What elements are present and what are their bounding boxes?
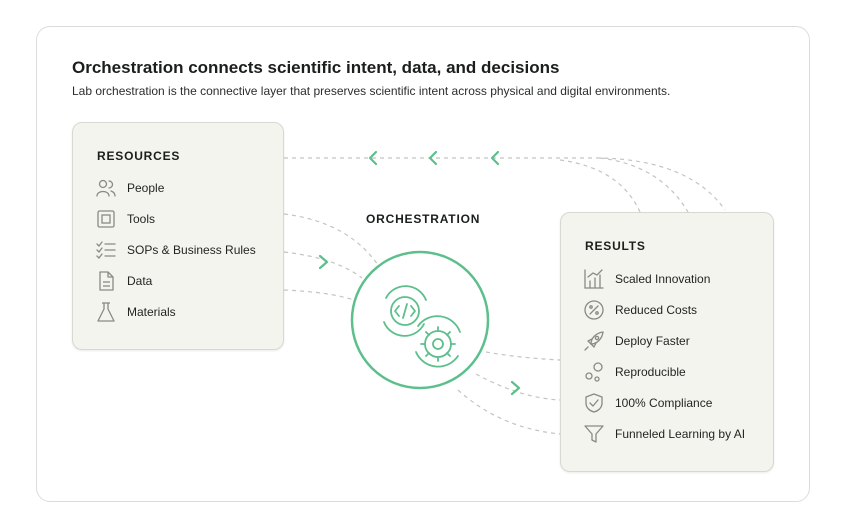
resource-item-sops: SOPs & Business Rules [95, 238, 256, 262]
result-item-scaled-innovation: Scaled Innovation [583, 267, 710, 291]
resources-heading: RESOURCES [97, 149, 181, 163]
input-line [283, 251, 363, 279]
document-icon [99, 271, 114, 291]
result-label: Deploy Faster [615, 334, 690, 348]
result-label: Reproducible [615, 365, 686, 379]
chevron-left-icon [490, 150, 500, 166]
orchestration-label: ORCHESTRATION [366, 212, 481, 226]
resource-label: Materials [127, 305, 176, 319]
page-subtitle: Lab orchestration is the connective laye… [72, 84, 671, 98]
people-icon [96, 179, 116, 197]
resource-label: SOPs & Business Rules [127, 243, 256, 257]
result-label: 100% Compliance [615, 396, 713, 410]
input-line [283, 213, 381, 269]
feedback-branch-line [559, 159, 641, 213]
results-heading: RESULTS [585, 239, 646, 253]
resource-label: Tools [127, 212, 156, 226]
resource-item-people: People [95, 176, 164, 200]
resource-item-tools: Tools [95, 207, 155, 231]
resource-label: People [127, 181, 165, 195]
result-item-funneled-learning: Funneled Learning by AI [583, 422, 745, 446]
percent-icon [584, 300, 604, 320]
flask-icon [97, 302, 115, 322]
chevron-left-icon [428, 150, 438, 166]
growth-chart-icon [584, 269, 604, 289]
resource-item-materials: Materials [95, 300, 176, 324]
molecule-icon [585, 362, 603, 382]
result-item-compliance: 100% Compliance [583, 391, 712, 415]
result-item-deploy-faster: Deploy Faster [583, 329, 690, 353]
resource-item-data: Data [95, 269, 152, 293]
resources-card: RESOURCES People Tools SOPs & Business R… [72, 122, 284, 350]
chevron-left-icon [368, 150, 378, 166]
resource-label: Data [127, 274, 153, 288]
result-label: Reduced Costs [615, 303, 698, 317]
result-item-reproducible: Reproducible [583, 360, 686, 384]
rocket-icon [584, 331, 604, 351]
feedback-line [284, 157, 726, 211]
checklist-icon [96, 241, 116, 259]
orchestration-hub [350, 250, 490, 390]
result-label: Funneled Learning by AI [615, 427, 746, 441]
feedback-branch-line [599, 157, 689, 213]
result-item-reduced-costs: Reduced Costs [583, 298, 697, 322]
input-line [283, 289, 355, 301]
results-card: RESULTS Scaled Innovation Reduced Costs [560, 212, 774, 472]
funnel-icon [584, 425, 604, 443]
shield-check-icon [585, 393, 603, 413]
gear-icon [415, 315, 461, 368]
output-line [485, 351, 561, 361]
code-icon [383, 285, 427, 337]
chevron-right-icon [318, 254, 329, 270]
output-line [457, 389, 561, 435]
page-title: Orchestration connects scientific intent… [72, 58, 560, 77]
tools-icon [97, 210, 115, 228]
output-line [475, 373, 561, 401]
chevron-right-icon [510, 380, 521, 396]
result-label: Scaled Innovation [615, 272, 711, 286]
